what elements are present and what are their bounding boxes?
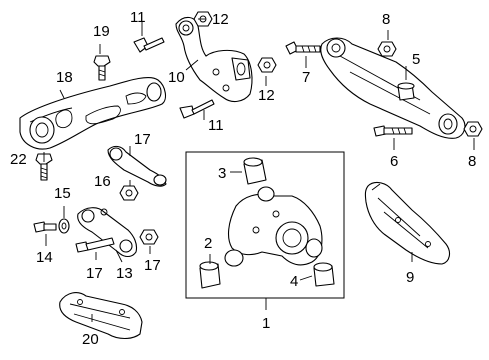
- callout-7: 7: [302, 69, 310, 86]
- callout-17-upper: 16: [94, 173, 111, 190]
- part-17-nut-upper: [119, 185, 139, 201]
- leader-lines: [43, 18, 475, 322]
- part-8-nut-lower: [463, 121, 483, 137]
- part-14-bolt: [33, 221, 57, 233]
- part-15-washer: [58, 218, 70, 234]
- part-7-bolt: [285, 41, 321, 55]
- callout-12-lower: 12: [258, 87, 275, 104]
- part-13-link: [77, 207, 138, 258]
- callout-11-lower: 11: [208, 117, 224, 134]
- callout-13: 13: [116, 265, 133, 282]
- part-20-trailing-arm: [19, 77, 167, 150]
- part-10-bracket: [175, 16, 253, 103]
- callout-1: 1: [262, 315, 270, 332]
- part-1-knuckle: [224, 186, 323, 267]
- callout-20: 18: [56, 69, 73, 86]
- part-19-shield: [59, 292, 143, 340]
- callout-9: 9: [406, 269, 414, 286]
- part-18-link: [107, 145, 167, 187]
- part-21-bolt: [93, 55, 111, 81]
- part-11-bolt-lower: [179, 99, 215, 119]
- part-6-bolt: [373, 125, 413, 137]
- callout-6: 6: [390, 153, 398, 170]
- part-12-nut-lower: [257, 57, 277, 73]
- part-8-nut-upper: [377, 41, 397, 57]
- callout-8-upper: 8: [382, 11, 390, 28]
- part-5-control-arm: [320, 37, 466, 139]
- callout-labels: 19 18 22 11 12 10 11 12 7 8 5 6 8 17 16 …: [10, 9, 476, 348]
- callout-15: 15: [54, 185, 71, 202]
- callout-12-upper: 12: [212, 11, 229, 28]
- part-3-bushing: [243, 157, 267, 185]
- callout-17-lower: 17: [144, 257, 161, 274]
- callout-8-lower: 8: [468, 153, 476, 170]
- callout-18: 17: [134, 131, 151, 148]
- callout-4: 4: [290, 273, 298, 290]
- callout-14: 14: [36, 249, 53, 266]
- part-4-bushing: [313, 262, 335, 287]
- callout-11-upper: 11: [130, 9, 146, 26]
- callout-2: 2: [204, 235, 212, 252]
- part-16-bolt: [75, 237, 115, 253]
- part-9-splash-shield: [364, 181, 451, 265]
- callout-21: 19: [93, 23, 110, 40]
- callout-3: 3: [218, 165, 226, 182]
- callout-19: 20: [82, 331, 99, 348]
- part-2-bushing: [199, 261, 221, 289]
- callout-16: 17: [86, 265, 103, 282]
- callout-10: 10: [168, 69, 185, 86]
- callout-5: 5: [412, 51, 420, 68]
- part-11-bolt-upper: [133, 37, 165, 53]
- callout-22: 22: [10, 151, 27, 168]
- part-17-nut-lower: [139, 229, 159, 245]
- part-1-box: [185, 151, 345, 299]
